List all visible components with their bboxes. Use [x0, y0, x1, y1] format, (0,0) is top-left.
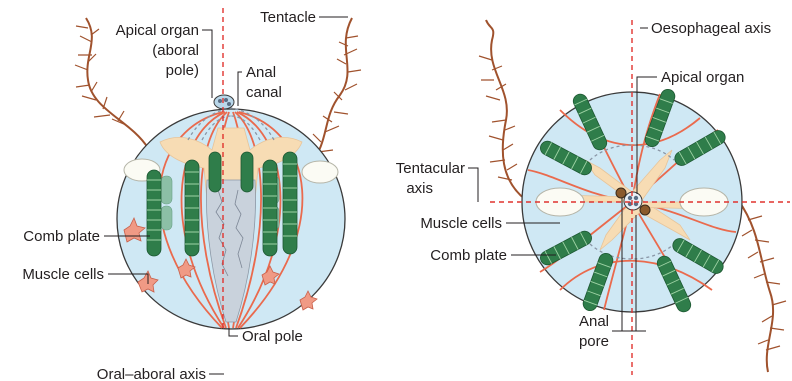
label-tentacular-axis: Tentacular — [396, 160, 465, 177]
label-apical-organ-pole: pole) — [166, 62, 199, 79]
right-tentacle — [310, 18, 361, 165]
label-oral-aboral-axis: Oral–aboral axis — [97, 366, 206, 381]
label-anal-canal-2: canal — [246, 84, 282, 101]
label-muscle-cells-top: Muscle cells — [420, 215, 502, 232]
label-anal-canal: Anal — [246, 64, 276, 81]
side-tentacle-sheath-right — [302, 161, 338, 183]
label-tentacular-axis-2: axis — [406, 180, 433, 197]
top-left-tentacle — [479, 20, 526, 200]
side-view — [75, 8, 361, 330]
top-anal-pore-left — [616, 188, 626, 198]
label-anal-pore-2: pore — [579, 333, 609, 350]
side-apical-organ — [214, 95, 234, 109]
label-muscle-cells-side: Muscle cells — [22, 266, 104, 283]
label-apical-organ-top: Apical organ — [661, 69, 744, 86]
label-anal-pore: Anal — [579, 313, 609, 330]
label-tentacle: Tentacle — [260, 9, 316, 26]
label-comb-plate-top: Comb plate — [430, 247, 507, 264]
label-oral-pole: Oral pole — [242, 328, 303, 345]
label-apical-organ-aboral: (aboral — [152, 42, 199, 59]
label-comb-plate-side: Comb plate — [23, 228, 100, 245]
top-tentacle-sheath-right — [680, 188, 728, 216]
top-right-tentacle — [738, 200, 786, 372]
top-tentacle-sheath-left — [536, 188, 584, 216]
top-apical-organ — [624, 192, 642, 210]
label-apical-organ: Apical organ — [116, 22, 199, 39]
label-oesophageal-axis: Oesophageal axis — [651, 20, 771, 37]
top-anal-pore-right — [640, 205, 650, 215]
